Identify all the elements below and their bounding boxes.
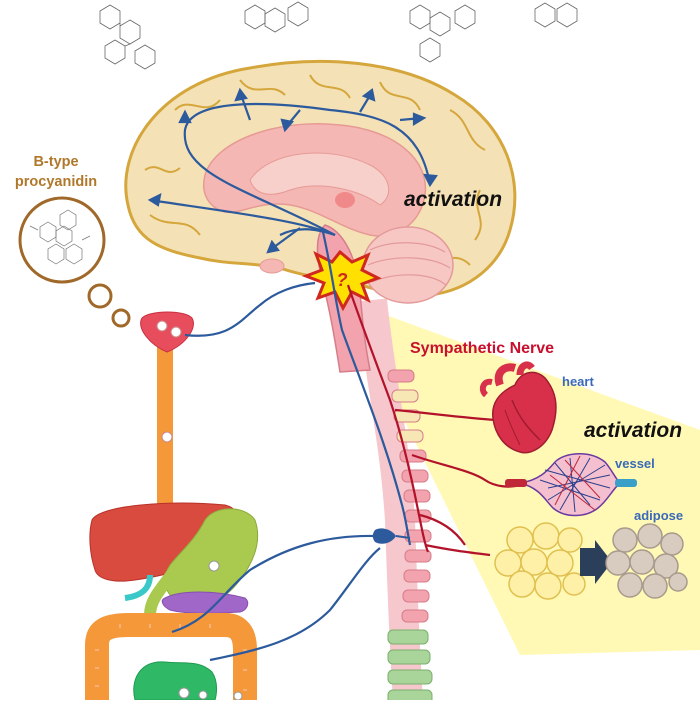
afferent-nerve-upper (184, 281, 316, 337)
molecule-icon-1 (99, 4, 156, 70)
heart-icon (479, 361, 557, 454)
adipose-label: adipose (634, 508, 684, 523)
pancreas-icon (161, 591, 249, 614)
procyanidin-label-line2: procyanidin (14, 174, 98, 190)
noradrenergic-projections (147, 87, 438, 254)
vessel-label: vessel (615, 456, 655, 471)
spinal-column (357, 298, 433, 705)
sympathetic-nerve-label: Sympathetic Nerve (410, 340, 555, 357)
procyanidin-label: B-type procyanidin (0, 152, 112, 192)
organ-activation-label: activation (584, 419, 683, 442)
thought-bubble-icon (18, 196, 131, 328)
procyanidin-molecule-icon (29, 209, 91, 265)
adipose-cells-icon (494, 522, 688, 600)
brain-activation-label: activation (404, 188, 503, 211)
vagal-path-left (140, 311, 194, 510)
molecule-icon-3 (409, 4, 476, 63)
heart-label: heart (562, 374, 594, 389)
ganglion-node (372, 528, 396, 544)
afferent-nerve-lower (171, 534, 376, 634)
molecule-structures-top (99, 1, 578, 70)
afferent-nerve-gut (209, 547, 381, 662)
explosion-question-mark: ? (337, 270, 348, 290)
molecule-icon-2 (244, 1, 309, 33)
vessel-icon (505, 453, 637, 517)
procyanidin-label-line1: B-type (33, 154, 79, 170)
sympathetic-nerve-paths (346, 284, 521, 557)
descending-nerve-blue (320, 227, 412, 546)
intestine-icon (85, 613, 257, 701)
explosion-icon: ? (301, 249, 382, 312)
arrow-right-icon (580, 540, 612, 584)
molecule-icon-4 (534, 2, 578, 28)
